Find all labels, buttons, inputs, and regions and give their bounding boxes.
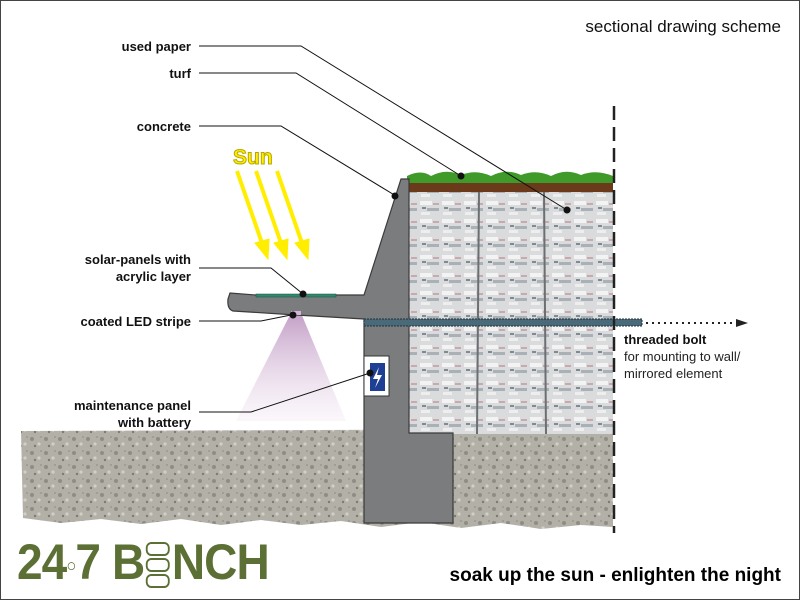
label-line: acrylic layer: [115, 269, 191, 284]
label-maintenance: maintenance panel with battery: [74, 397, 191, 431]
led-light: [236, 313, 346, 421]
bolt-title: threaded bolt: [624, 332, 707, 347]
led-stripe: [291, 311, 301, 315]
logo-part: NCH: [171, 534, 270, 590]
ground: [21, 429, 613, 529]
leader-lines: [199, 45, 568, 413]
label-turf: turf: [169, 66, 191, 81]
label-line: with battery: [118, 415, 191, 430]
logo-part: 24: [17, 534, 67, 590]
label-line: maintenance panel: [73, 398, 191, 413]
slogan: soak up the sun - enlighten the night: [449, 565, 781, 586]
label-concrete: concrete: [136, 119, 191, 134]
label-solar-panels: solar-panels with acrylic layer: [85, 251, 191, 285]
bolt-line2: mirrored element: [624, 366, 723, 381]
solar-panel: [255, 293, 337, 298]
label-threaded-bolt: threaded bolt for mounting to wall/ mirr…: [624, 331, 740, 382]
logo-part: 7 B: [75, 534, 145, 590]
logo-e-glyph: [146, 542, 171, 588]
bolt-line1: for mounting to wall/: [624, 349, 741, 364]
sun-rays: [235, 170, 310, 261]
used-paper-block: [409, 191, 613, 434]
label-line: solar-panels with: [84, 252, 191, 267]
label-led: coated LED stripe: [80, 314, 191, 329]
concrete-structure: [227, 178, 454, 524]
turf: [407, 183, 613, 192]
threaded-bolt: [363, 318, 643, 327]
sun-label: Sun: [233, 146, 274, 170]
label-used-paper: used paper: [121, 39, 191, 54]
drawing-title: sectional drawing scheme: [585, 17, 781, 36]
